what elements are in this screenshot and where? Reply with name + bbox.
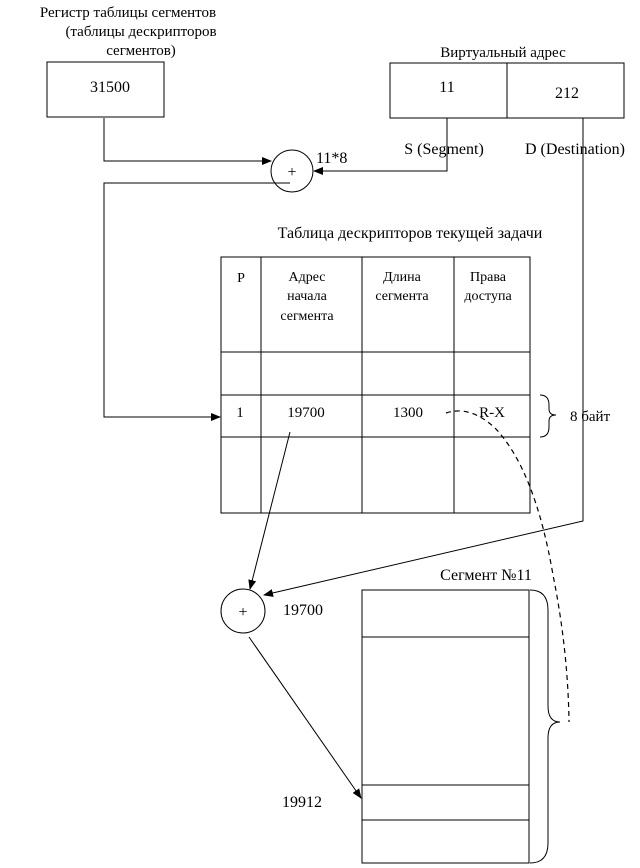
segment-table-register: Регистр таблицы сегментов (таблицы дескр… bbox=[40, 5, 217, 118]
virtual-address-segment-value: 11 bbox=[439, 79, 454, 96]
register-caption-line-1: Регистр таблицы сегментов bbox=[40, 5, 216, 21]
row-p: 1 bbox=[236, 405, 244, 421]
register-caption-line-2: (таблицы дескрипторов bbox=[65, 24, 216, 40]
header-length-line-1: Длина bbox=[383, 270, 422, 285]
header-base-line-3: сегмента bbox=[280, 309, 334, 324]
row-length: 1300 bbox=[393, 405, 423, 421]
length-limit-dashed-line bbox=[445, 410, 570, 723]
bottom-adder-circle bbox=[220, 588, 266, 634]
segment-frame bbox=[361, 589, 530, 864]
virtual-address-offset-value: 212 bbox=[555, 85, 579, 102]
header-base-line-1: Адрес bbox=[288, 270, 325, 285]
adder-to-address-arrow bbox=[248, 636, 362, 799]
segment-to-adder-arrow bbox=[313, 118, 448, 175]
bottom-adder: + 19700 bbox=[220, 588, 323, 634]
offset-to-adder-arrow bbox=[263, 118, 584, 597]
top-adder: + 11*8 bbox=[270, 149, 347, 193]
adder-to-descriptor-arrow bbox=[103, 182, 290, 421]
register-caption-line-3: сегментов) bbox=[106, 43, 176, 59]
descriptor-table-title: Таблица дескрипторов текущей задачи bbox=[278, 225, 543, 242]
bottom-adder-base-label: 19700 bbox=[283, 602, 323, 619]
header-rights-line-2: доступа bbox=[464, 289, 512, 304]
virtual-address-segment-cell bbox=[389, 62, 508, 119]
register-box bbox=[46, 61, 165, 118]
entry-size-brace bbox=[539, 394, 557, 438]
register-value: 31500 bbox=[90, 79, 130, 96]
row-base: 19700 bbox=[287, 405, 325, 421]
segment-block: Сегмент №11 19912 bbox=[282, 567, 561, 864]
offset-label: D (Destination) bbox=[525, 141, 625, 158]
register-to-adder-arrow bbox=[103, 118, 272, 165]
virtual-address-caption: Виртуальный адрес bbox=[440, 45, 566, 61]
segment-selector-label: S (Segment) bbox=[404, 141, 484, 158]
multiplier-label: 11*8 bbox=[316, 150, 347, 167]
segment-length-brace bbox=[529, 589, 561, 864]
top-adder-symbol: + bbox=[287, 164, 296, 181]
header-length-line-2: сегмента bbox=[375, 289, 429, 304]
bottom-adder-symbol: + bbox=[238, 604, 247, 621]
row-rights: R-X bbox=[479, 405, 505, 421]
physical-address-label: 19912 bbox=[282, 794, 322, 811]
header-base-line-2: начала bbox=[287, 289, 328, 304]
virtual-address: Виртуальный адрес 11 212 S (Segment) D (… bbox=[389, 45, 625, 158]
descriptor-table: Таблица дескрипторов текущей задачи P Ад… bbox=[220, 225, 611, 514]
base-to-adder-arrow bbox=[248, 431, 291, 590]
virtual-address-offset-cell bbox=[506, 62, 625, 119]
entry-size-label: 8 байт bbox=[570, 409, 611, 425]
header-rights-line-1: Права bbox=[470, 270, 507, 285]
header-p: P bbox=[237, 271, 245, 286]
segment-title: Сегмент №11 bbox=[440, 567, 532, 584]
descriptor-table-frame bbox=[220, 256, 531, 514]
